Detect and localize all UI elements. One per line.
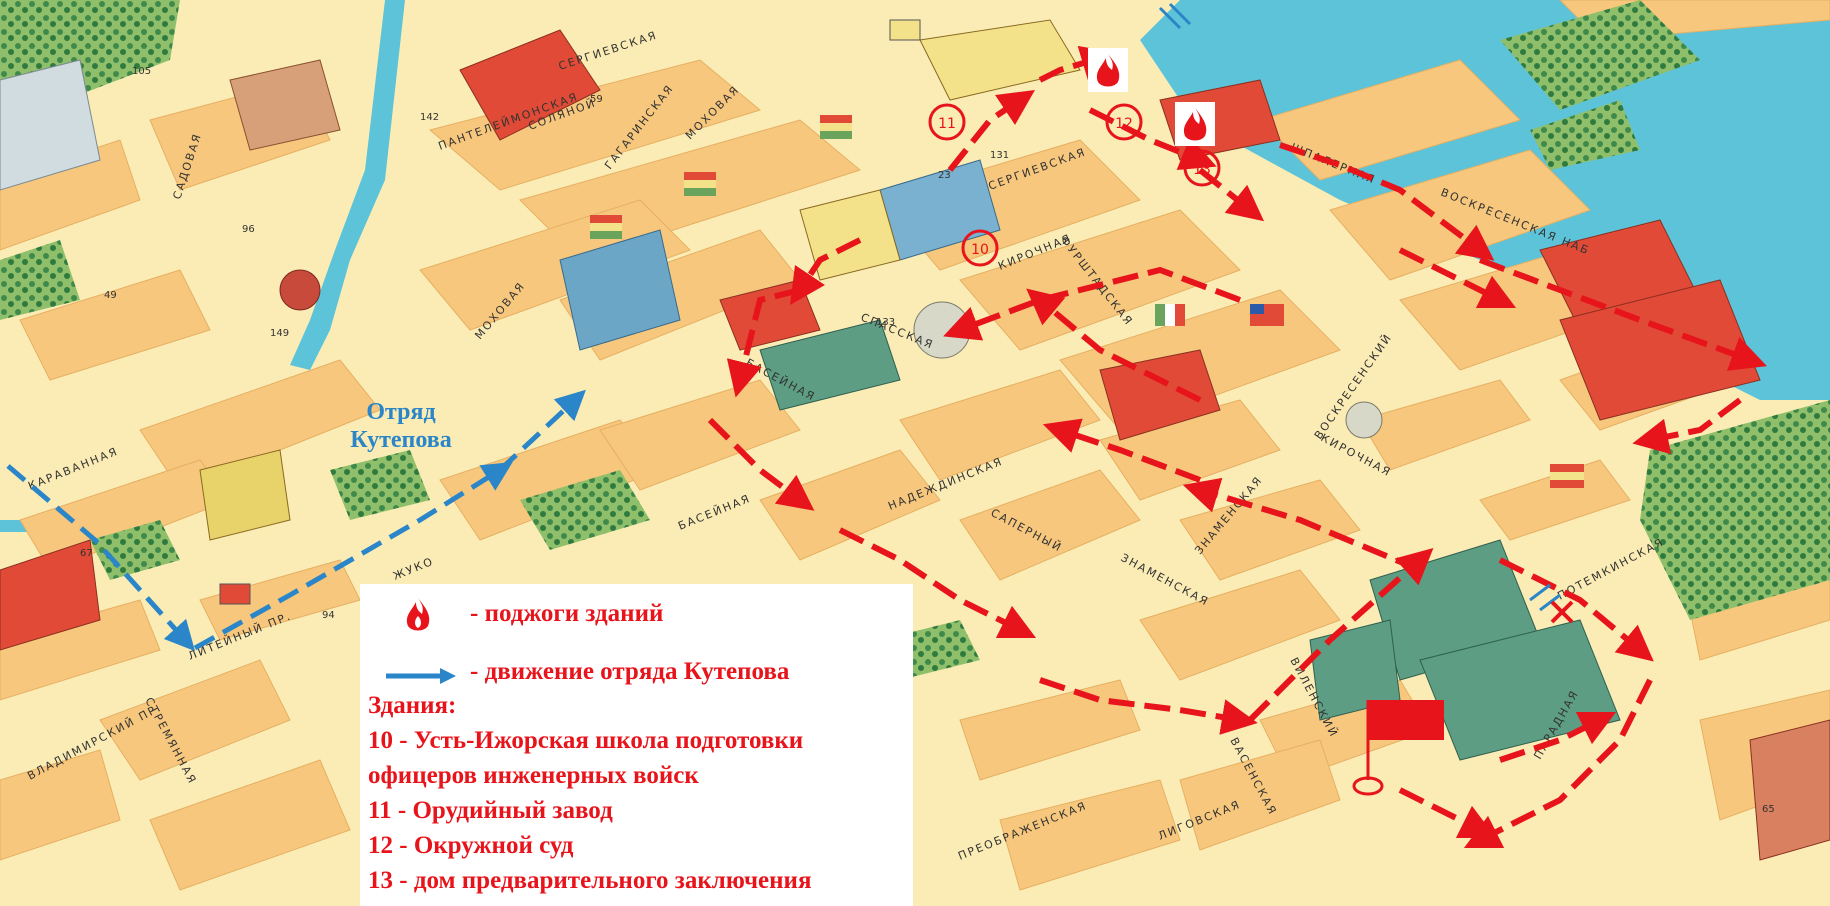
fire-icon	[1175, 102, 1215, 146]
legend-arrow-text: - движение отряда Кутепова	[470, 658, 790, 685]
building-marker-12: 12	[1115, 116, 1133, 132]
building-marker-11: 11	[938, 116, 956, 132]
map-number: 142	[420, 112, 439, 123]
map-number: 67	[80, 548, 93, 559]
legend-building-item: 12 - Окружной суд	[368, 832, 574, 859]
legend-building-item: 11 - Орудийный завод	[368, 797, 613, 824]
legend-fire-row: - поджоги зданий	[370, 590, 903, 648]
map-number: 94	[322, 610, 335, 621]
legend-heading: Здания:	[368, 692, 457, 719]
red-route	[707, 45, 1767, 849]
map-number: 96	[242, 224, 255, 235]
red-flag-target	[1368, 700, 1444, 740]
map-number: 49	[104, 290, 117, 301]
flags	[219, 19, 1584, 796]
buildings	[0, 19, 1830, 861]
legend-buildings: Здания: 10 - Усть-Ижорская школа подгото…	[368, 688, 811, 898]
map-number: 105	[132, 66, 151, 77]
legend-building-item: 10 - Усть-Ижорская школа подготовки	[368, 727, 804, 754]
map-number: 149	[270, 328, 289, 339]
map-number: 131	[990, 150, 1009, 161]
building-marker-13: 13	[1193, 162, 1211, 178]
legend-building-item: 13 - дом предварительного заключения	[368, 867, 812, 894]
blocked-bridge	[1158, 2, 1561, 612]
map-number: 133	[876, 317, 895, 328]
kutepov-route	[6, 389, 586, 652]
legend-arrow-row: - движение отряда Кутепова	[370, 648, 903, 706]
map-number: 65	[1762, 804, 1775, 815]
map-numbers: 142 131 23 133 96 49 149 67 94 65 59 105	[80, 66, 1775, 815]
detachment-label: Отряд Кутепова	[350, 399, 452, 453]
map-number: 59	[590, 94, 603, 105]
legend-fire-text: - поджоги зданий	[470, 600, 664, 627]
fire-icon	[406, 598, 430, 631]
blue-arrow-icon	[386, 668, 456, 684]
cross-mark	[1550, 600, 1574, 624]
legend-building-item: офицеров инженерных войск	[368, 762, 699, 789]
fontanka-canal	[290, 0, 405, 370]
map-number: 23	[938, 170, 951, 181]
fire-icon	[1088, 48, 1128, 92]
building-markers: 11 10 12 13	[928, 103, 1221, 267]
legend: - поджоги зданий - движение отряда Кутеп…	[360, 584, 913, 906]
building-marker-10: 10	[971, 242, 989, 258]
